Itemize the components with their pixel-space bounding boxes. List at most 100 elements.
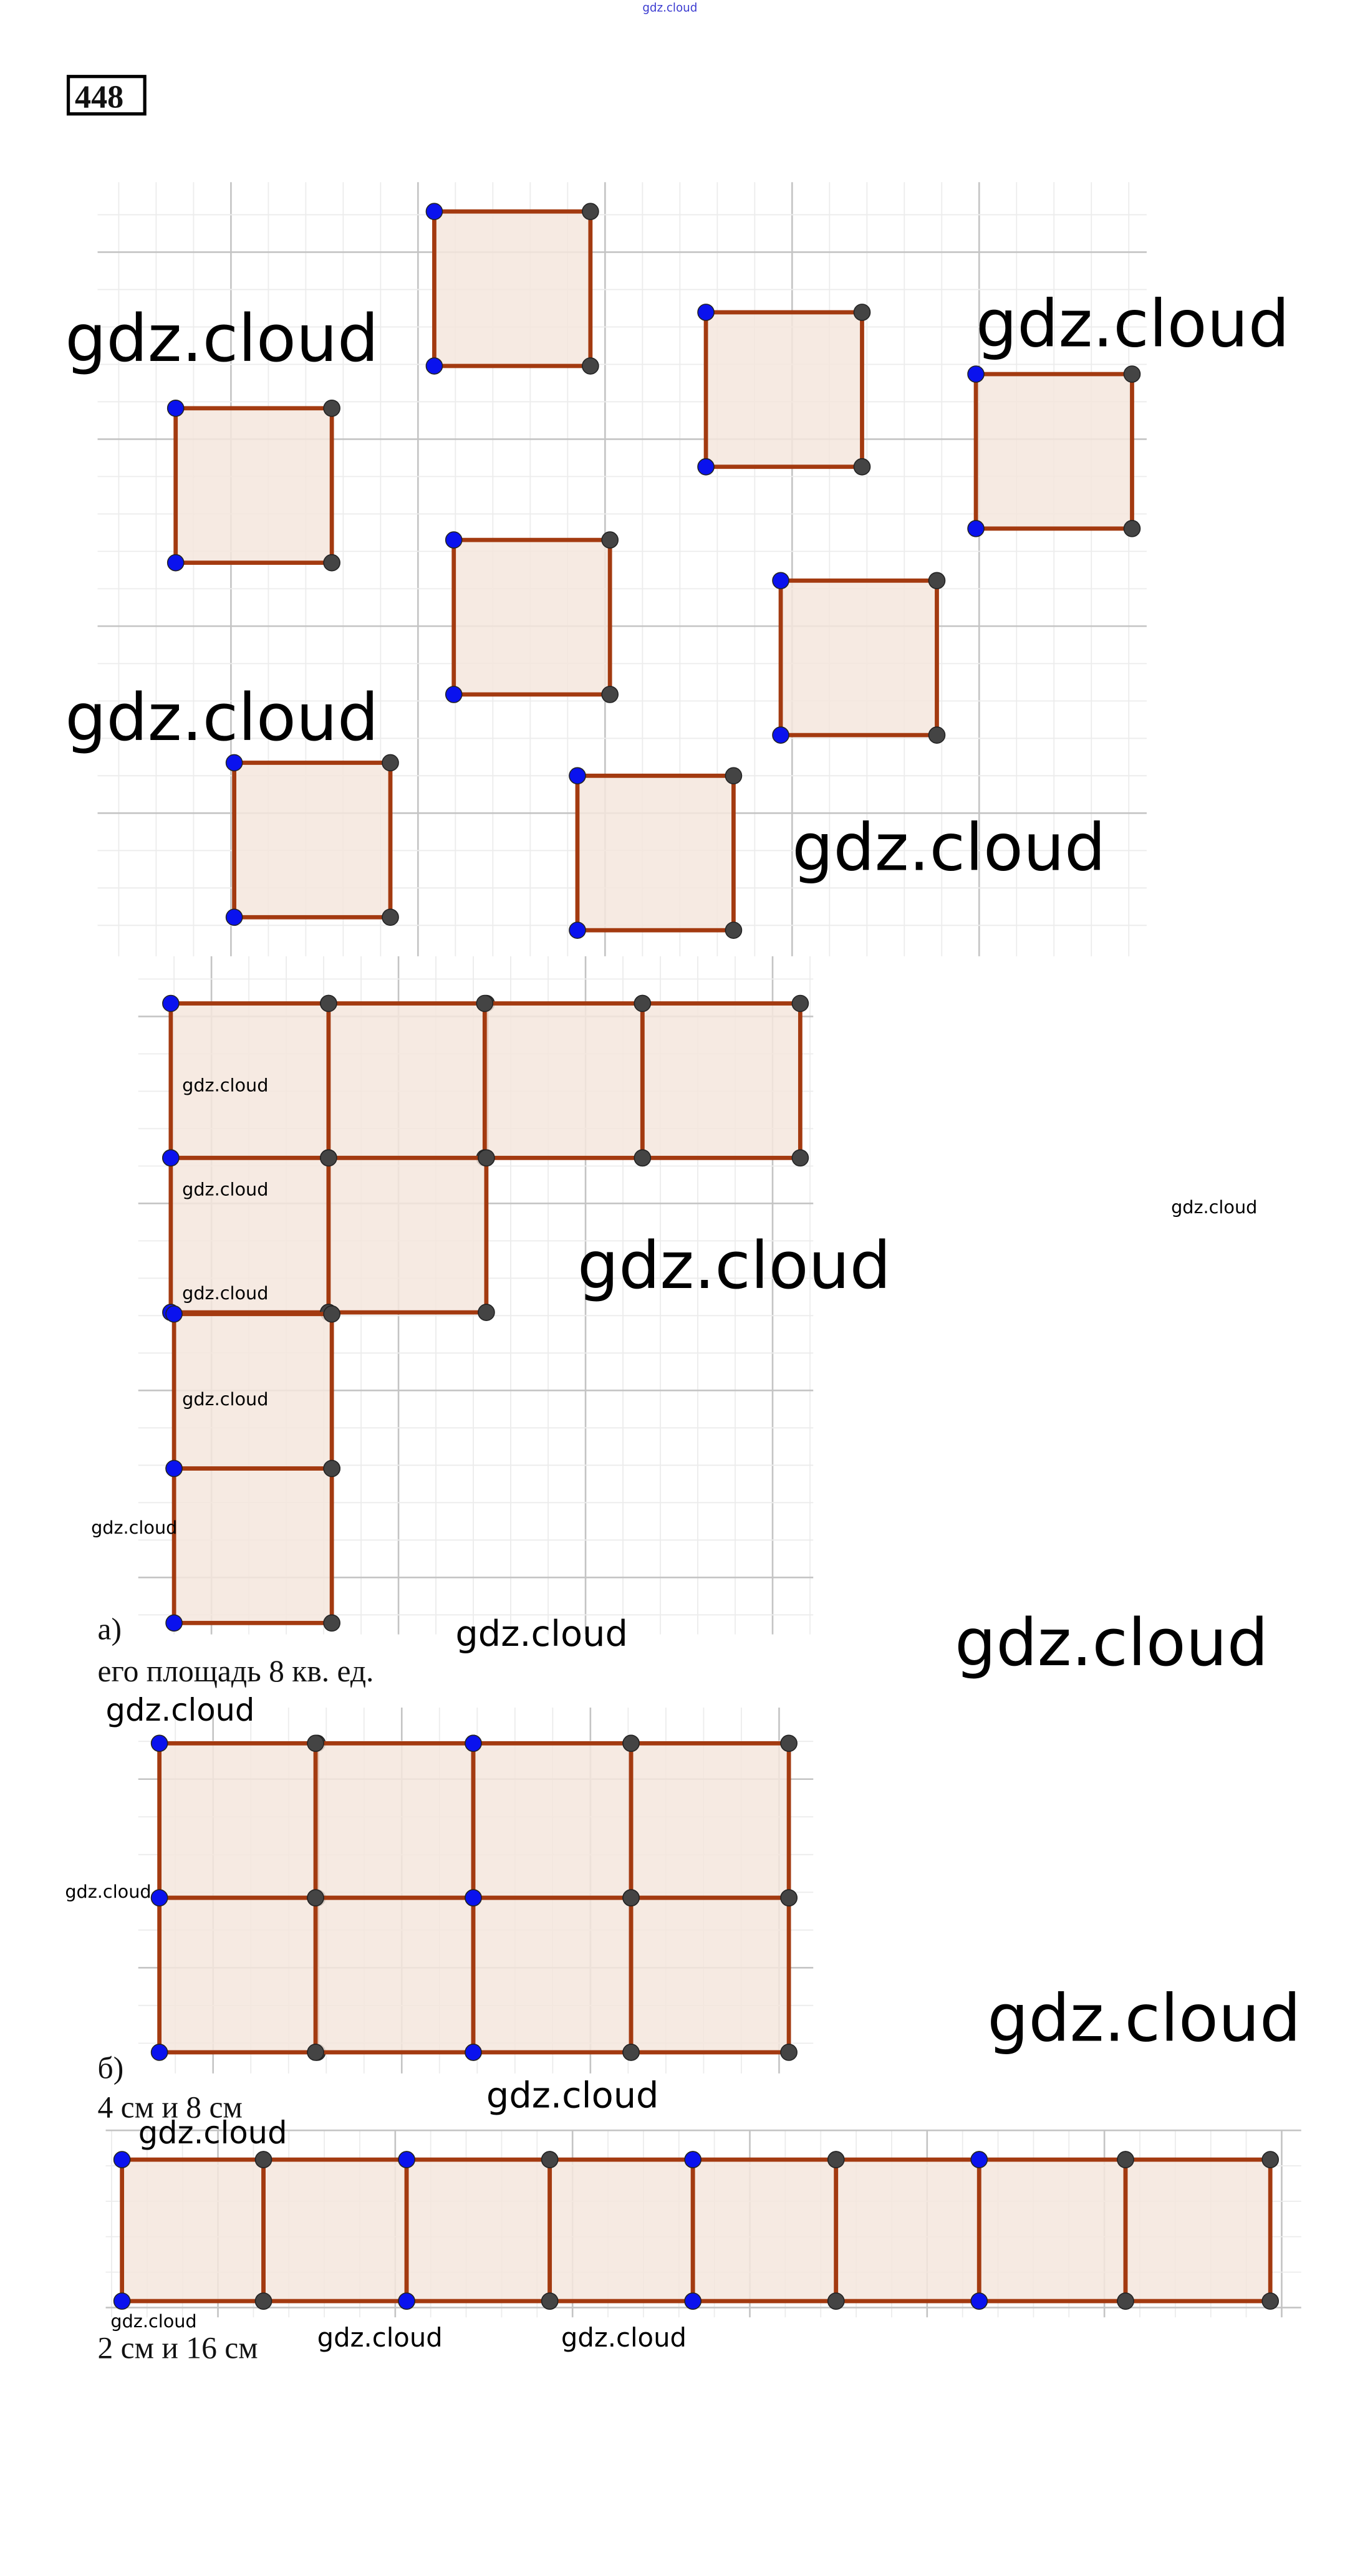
dependent-point: [780, 1889, 798, 1906]
square-shape: [326, 1001, 489, 1160]
dependent-point: [382, 754, 399, 772]
square: [320, 1149, 495, 1321]
square-shape: [778, 578, 939, 738]
dependent-point: [307, 1889, 324, 1906]
square: [254, 2151, 415, 2310]
watermark: gdz.cloud: [1171, 1196, 1257, 1218]
free-point: [970, 2292, 988, 2310]
dependent-point: [791, 994, 809, 1012]
free-point: [772, 726, 789, 744]
dependent-point: [622, 2044, 640, 2061]
free-point: [569, 767, 586, 785]
square-shape: [173, 406, 334, 565]
watermark: gdz.cloud: [138, 2115, 287, 2151]
part-b-label: б): [98, 2051, 124, 2085]
square: [165, 1459, 340, 1632]
square: [307, 1734, 482, 1906]
square: [970, 2151, 1134, 2310]
dependent-point: [1117, 2292, 1134, 2310]
free-point: [398, 2292, 415, 2310]
dependent-point: [1117, 2151, 1134, 2168]
free-point: [150, 1734, 168, 1752]
free-point: [465, 1734, 482, 1752]
square: [465, 1889, 640, 2061]
square-shape: [1123, 2157, 1273, 2304]
free-point: [445, 686, 463, 703]
dependent-point: [725, 767, 743, 785]
free-point: [225, 908, 243, 926]
square-shape: [547, 2157, 695, 2304]
square-shape: [168, 1155, 331, 1315]
square: [445, 531, 619, 703]
square-shape: [157, 1895, 320, 2055]
dependent-point: [725, 921, 743, 939]
square-shape: [575, 773, 736, 933]
square-shape: [157, 1741, 320, 1900]
dependent-point: [320, 994, 337, 1012]
watermark: gdz.cloud: [455, 1613, 628, 1655]
top-watermark: gdz.cloud: [642, 1, 697, 14]
square-shape: [171, 1466, 334, 1625]
exercise-number-box: [66, 75, 147, 116]
dependent-point: [634, 994, 652, 1012]
free-point: [225, 754, 243, 772]
square-shape: [471, 1741, 634, 1900]
free-point: [166, 554, 185, 572]
free-point: [697, 458, 715, 476]
square: [225, 754, 399, 926]
square-shape: [404, 2157, 552, 2304]
watermark: gdz.cloud: [65, 300, 378, 377]
square: [150, 1889, 326, 2061]
watermark: gdz.cloud: [65, 1881, 151, 1902]
dependent-point: [320, 1149, 337, 1167]
square-shape: [451, 537, 612, 697]
square: [827, 2151, 988, 2310]
dependent-point: [634, 1149, 652, 1167]
square: [541, 2151, 702, 2310]
watermark: gdz.cloud: [182, 1178, 268, 1199]
watermark: gdz.cloud: [486, 2075, 659, 2117]
watermark: gdz.cloud: [182, 1388, 268, 1410]
free-point: [165, 1305, 183, 1323]
dependent-point: [853, 304, 871, 321]
part-c-caption: 2 см и 16 см: [98, 2330, 258, 2365]
squares-layer: [113, 203, 1280, 2310]
square-shape: [326, 1155, 489, 1315]
dependent-point: [323, 1459, 340, 1478]
part-b-caption: 4 см и 8 см: [98, 2090, 243, 2124]
square-shape: [640, 1001, 803, 1160]
dependent-point: [601, 686, 619, 703]
free-point: [967, 365, 985, 383]
free-point: [445, 531, 463, 549]
exercise-number: 448: [75, 79, 123, 115]
free-point: [465, 2044, 482, 2061]
watermark: gdz.cloud: [65, 680, 378, 756]
free-point: [465, 1889, 482, 1906]
dependent-point: [1261, 2292, 1280, 2310]
square-shape: [171, 1312, 334, 1471]
dependent-point: [827, 2292, 845, 2310]
dependent-point: [780, 2044, 798, 2061]
square-shape: [313, 1895, 476, 2055]
square-shape: [703, 310, 864, 469]
part-a-label: а): [98, 1612, 122, 1646]
dependent-point: [307, 2044, 324, 2061]
dependent-point: [1123, 365, 1141, 383]
dependent-point: [1123, 520, 1141, 537]
dependent-point: [780, 1734, 798, 1752]
dependent-point: [478, 1304, 495, 1321]
watermark: gdz.cloud: [792, 810, 1106, 886]
watermark: gdz.cloud: [110, 2310, 196, 2332]
square-shape: [482, 1001, 645, 1160]
dependent-point: [601, 531, 619, 549]
square-shape: [120, 2157, 266, 2304]
square: [320, 994, 495, 1167]
dependent-point: [254, 2151, 272, 2168]
watermark: gdz.cloud: [976, 286, 1290, 362]
watermark: gdz.cloud: [987, 1981, 1301, 2057]
dependent-point: [582, 357, 599, 375]
square: [476, 994, 652, 1167]
dependent-point: [622, 1889, 640, 1906]
free-point: [150, 1889, 168, 1906]
